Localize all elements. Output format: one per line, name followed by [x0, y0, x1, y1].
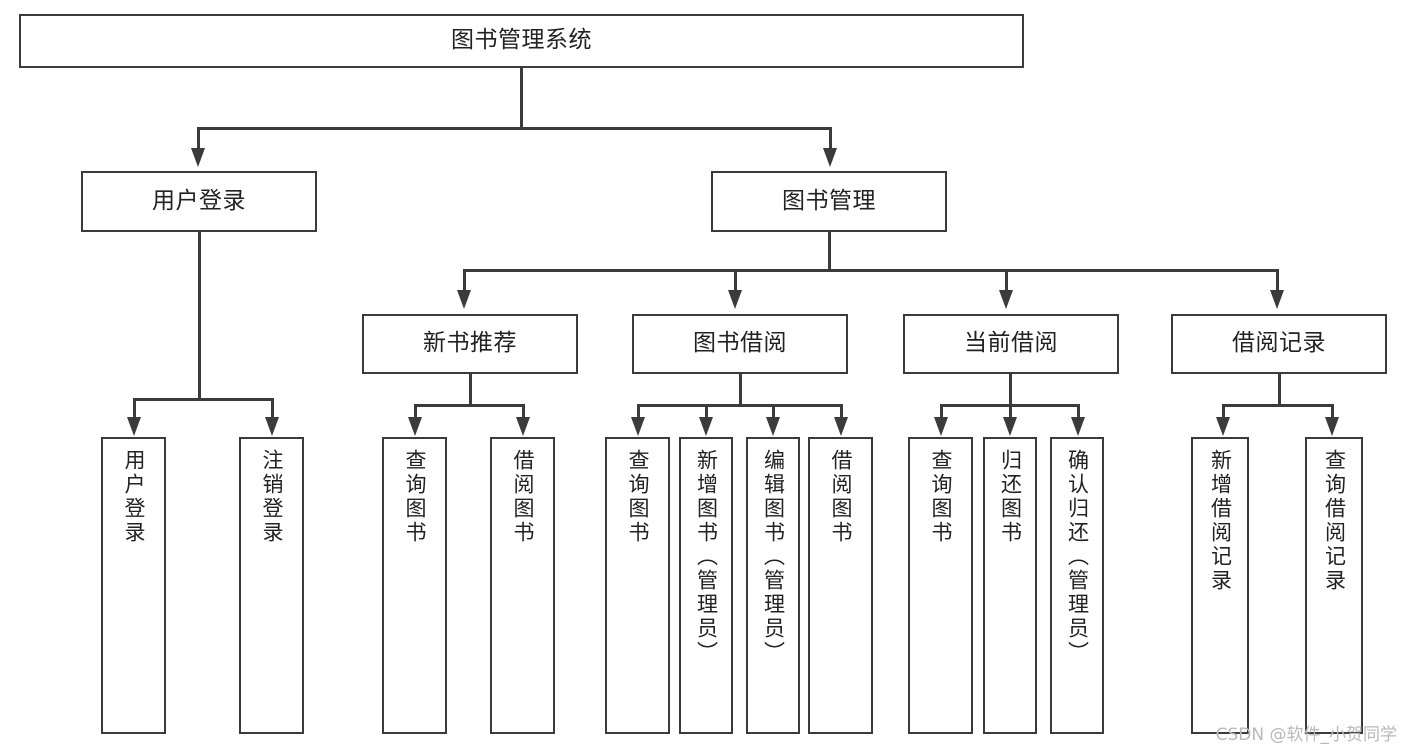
connector-nbr-drop-1: [414, 404, 417, 418]
arrowhead-leaf-add-record: [1216, 417, 1230, 436]
connector-nbr-drop-2: [522, 404, 525, 418]
node-root[interactable]: 图书管理系统: [19, 14, 1024, 68]
node-leaf-return-book-label: 归还图书: [998, 449, 1023, 545]
arrowhead-user-login: [191, 148, 205, 167]
connector-bb-drop-4: [840, 404, 843, 418]
arrowhead-current-borrow: [999, 290, 1013, 309]
node-leaf-query-book-3[interactable]: 查询图书: [908, 437, 973, 734]
node-leaf-user-logout[interactable]: 注销登录: [239, 437, 304, 734]
node-leaf-query-book-2-label: 查询图书: [626, 449, 650, 545]
node-leaf-user-logout-label: 注销登录: [260, 449, 284, 545]
node-user-login-label: 用户登录: [152, 187, 246, 214]
node-leaf-borrow-book-2-label: 借阅图书: [829, 449, 853, 545]
node-book-manage[interactable]: 图书管理: [711, 171, 947, 232]
node-leaf-query-book-1-label: 查询图书: [403, 449, 427, 545]
node-leaf-query-book-1[interactable]: 查询图书: [382, 437, 447, 734]
node-leaf-query-record-label: 查询借阅记录: [1322, 449, 1347, 593]
node-leaf-add-record-label: 新增借阅记录: [1208, 449, 1233, 593]
arrowhead-leaf-user-login: [127, 417, 141, 436]
connector-book-manage-stem: [828, 232, 831, 271]
connector-root-drop-1: [197, 127, 200, 149]
node-leaf-query-record[interactable]: 查询借阅记录: [1305, 437, 1363, 734]
node-book-borrow-label: 图书借阅: [693, 330, 787, 357]
node-leaf-return-book[interactable]: 归还图书: [983, 437, 1037, 734]
node-new-book-recommend-label: 新书推荐: [423, 330, 517, 357]
connector-bm-drop-3: [1005, 269, 1008, 291]
node-leaf-confirm-return-label: 确认归还（管理员）: [1065, 449, 1090, 665]
connector-cb-drop-1: [940, 404, 943, 418]
connector-bb-stem: [739, 374, 742, 406]
node-borrow-record-label: 借阅记录: [1232, 330, 1326, 357]
node-current-borrow[interactable]: 当前借阅: [903, 314, 1119, 374]
arrowhead-leaf-query-record: [1325, 417, 1339, 436]
connector-bm-drop-4: [1276, 269, 1279, 291]
connector-user-login-drop-2: [271, 398, 274, 418]
connector-bb-bus: [637, 404, 840, 407]
connector-nbr-stem: [469, 374, 472, 406]
csdn-watermark: CSDN @软件_小贺同学: [1215, 725, 1397, 745]
connector-root-drop-2: [829, 127, 832, 149]
connector-root-bus: [197, 127, 831, 130]
node-book-borrow[interactable]: 图书借阅: [632, 314, 848, 374]
node-leaf-user-login-label: 用户登录: [122, 449, 146, 545]
arrowhead-book-manage: [823, 148, 837, 167]
arrowhead-leaf-edit-book: [766, 417, 780, 436]
arrowhead-leaf-add-book: [699, 417, 713, 436]
arrowhead-borrow-record: [1270, 290, 1284, 309]
connector-cb-drop-2: [1009, 404, 1012, 418]
connector-user-login-stem: [198, 232, 201, 400]
connector-bm-drop-2: [734, 269, 737, 291]
connector-user-login-bus: [133, 398, 273, 401]
arrowhead-leaf-borrow-book-1: [516, 417, 530, 436]
node-leaf-edit-book-label: 编辑图书（管理员）: [761, 449, 786, 665]
arrowhead-leaf-query-book-2: [631, 417, 645, 436]
node-user-login[interactable]: 用户登录: [81, 171, 317, 232]
connector-bb-drop-1: [637, 404, 640, 418]
connector-bb-drop-3: [772, 404, 775, 418]
connector-user-login-drop-1: [133, 398, 136, 418]
arrowhead-leaf-confirm-return: [1071, 417, 1085, 436]
connector-br-drop-1: [1222, 404, 1225, 418]
connector-cb-stem: [1009, 374, 1012, 406]
node-leaf-borrow-book-1-label: 借阅图书: [511, 449, 535, 545]
node-leaf-borrow-book-2[interactable]: 借阅图书: [808, 437, 873, 734]
node-root-label: 图书管理系统: [451, 27, 592, 54]
node-current-borrow-label: 当前借阅: [964, 330, 1058, 357]
arrowhead-leaf-user-logout: [265, 417, 279, 436]
arrowhead-book-borrow: [728, 290, 742, 309]
arrowhead-leaf-query-book-1: [408, 417, 422, 436]
node-leaf-query-book-2[interactable]: 查询图书: [605, 437, 670, 734]
connector-root-stem: [520, 68, 523, 129]
node-leaf-query-book-3-label: 查询图书: [929, 449, 953, 545]
connector-book-manage-bus: [463, 269, 1279, 272]
connector-br-stem: [1278, 374, 1281, 406]
node-leaf-edit-book[interactable]: 编辑图书（管理员）: [746, 437, 800, 734]
arrowhead-new-book-recommend: [457, 290, 471, 309]
connector-bm-drop-1: [463, 269, 466, 291]
node-leaf-add-book[interactable]: 新增图书（管理员）: [679, 437, 733, 734]
connector-br-bus: [1222, 404, 1334, 407]
connector-bb-drop-2: [705, 404, 708, 418]
node-leaf-add-record[interactable]: 新增借阅记录: [1191, 437, 1249, 734]
node-borrow-record[interactable]: 借阅记录: [1171, 314, 1387, 374]
node-book-manage-label: 图书管理: [782, 187, 876, 214]
arrowhead-leaf-query-book-3: [934, 417, 948, 436]
node-leaf-borrow-book-1[interactable]: 借阅图书: [490, 437, 555, 734]
node-leaf-user-login[interactable]: 用户登录: [101, 437, 166, 734]
node-leaf-add-book-label: 新增图书（管理员）: [694, 449, 719, 665]
connector-nbr-bus: [414, 404, 525, 407]
connector-cb-drop-3: [1077, 404, 1080, 418]
connector-br-drop-2: [1331, 404, 1334, 418]
node-leaf-confirm-return[interactable]: 确认归还（管理员）: [1050, 437, 1104, 734]
arrowhead-leaf-borrow-book-2: [834, 417, 848, 436]
arrowhead-leaf-return-book: [1003, 417, 1017, 436]
node-new-book-recommend[interactable]: 新书推荐: [362, 314, 578, 374]
